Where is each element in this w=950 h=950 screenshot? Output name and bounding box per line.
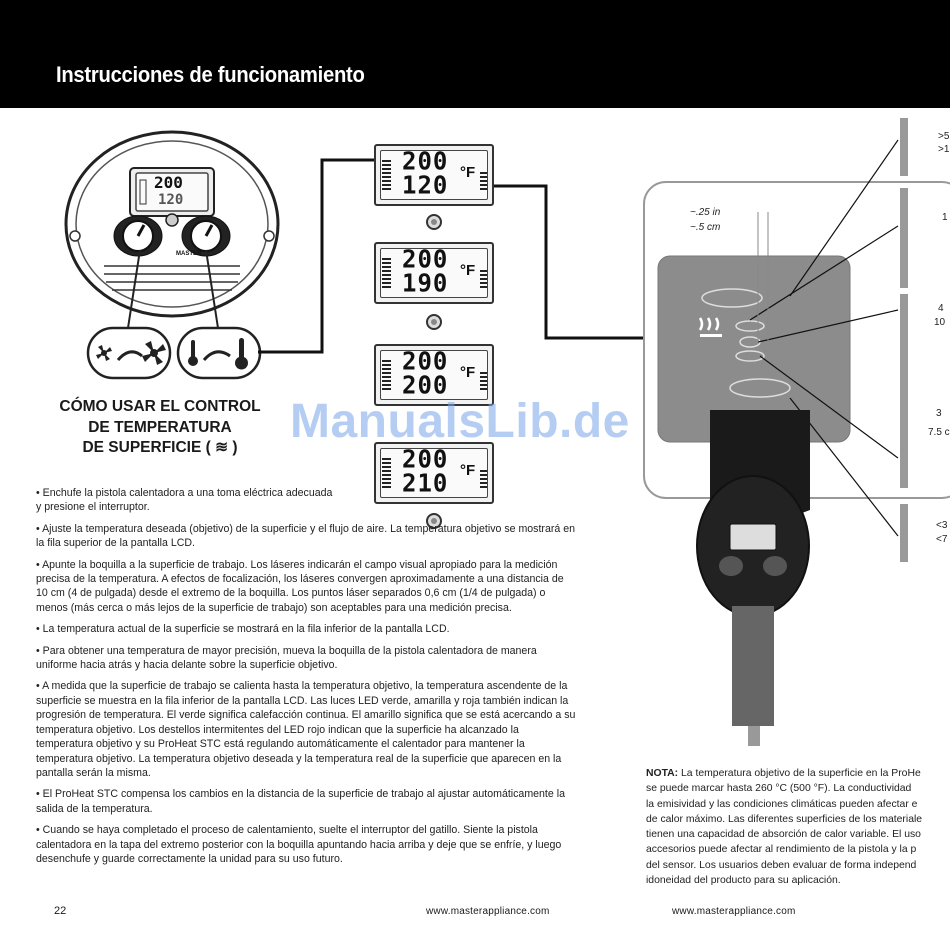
- device-lcd-target: 200: [154, 173, 183, 192]
- edge-label-6: 3: [936, 408, 942, 419]
- header-bar: [0, 0, 950, 108]
- bullet-8: • Cuando se haya completado el proceso d…: [36, 824, 562, 865]
- lcd-knob-4: [426, 513, 442, 529]
- bullet-3: • Apunte la boquilla a la superficie de …: [36, 558, 564, 614]
- section-title-line-1: CÓMO USAR EL CONTROL: [59, 398, 261, 415]
- edge-label-1: >5: [938, 131, 950, 142]
- lcd-1-actual: 120: [402, 170, 449, 200]
- edge-label-2: >1: [938, 144, 950, 155]
- fan-icon: [96, 341, 166, 365]
- bullet-4: • La temperatura actual de la superficie…: [36, 623, 450, 636]
- lcd-3-unit: °F: [460, 364, 476, 381]
- page-number: 22: [54, 905, 67, 917]
- lcd-panel-2: 200 190 °F: [374, 242, 494, 304]
- control-panel-illustration: 200 120 MASTER: [64, 130, 280, 380]
- edge-label-4: 4: [938, 303, 944, 314]
- lcd-2-target: 200: [402, 244, 449, 274]
- edge-label-8: <3: [936, 520, 948, 531]
- footer-url-right[interactable]: www.masterappliance.com: [672, 906, 796, 917]
- lcd-panel-1: 200 120 °F: [374, 144, 494, 206]
- bullet-6: • A medida que la superficie de trabajo …: [36, 680, 576, 779]
- lcd-panel-3: 200 200 °F: [374, 344, 494, 406]
- note-line-1: La temperatura objetivo de la superficie…: [678, 768, 921, 779]
- edge-label-9: <7: [936, 534, 948, 545]
- note-line-7: del sensor. Los usuarios deben evaluar d…: [646, 859, 917, 871]
- device-lcd-actual: 120: [158, 192, 183, 208]
- note-label: NOTA:: [646, 768, 679, 779]
- footer-url-left[interactable]: www.masterappliance.com: [426, 906, 550, 917]
- dimension-in-label: ~.25 in: [690, 207, 721, 218]
- lcd-3-target: 200: [402, 346, 449, 376]
- page-title: Instrucciones de funcionamiento: [56, 62, 365, 87]
- edge-label-7: 7.5 c: [928, 427, 950, 438]
- bullet-7: • El ProHeat STC compensa los cambios en…: [36, 788, 565, 815]
- lcd-4-unit: °F: [460, 462, 476, 479]
- thermometer-icon: [188, 338, 248, 370]
- bullet-2: • Ajuste la temperatura deseada (objetiv…: [36, 522, 575, 550]
- device-brand-label: MASTER: [176, 251, 202, 257]
- note-line-4: de calor máximo. Las diferentes superfic…: [646, 813, 923, 825]
- edge-label-5: 10: [934, 317, 946, 328]
- lcd-knob-1: [426, 214, 442, 230]
- lcd-4-actual: 210: [402, 468, 449, 498]
- lcd-2-unit: °F: [460, 262, 476, 279]
- bullet-5: • Para obtener una temperatura de mayor …: [36, 644, 537, 672]
- lcd-1-target: 200: [402, 146, 449, 176]
- heat-gun-illustration: [643, 118, 950, 746]
- edge-label-3: 1: [942, 212, 948, 223]
- note-line-5: tienen una capacidad de absorción de cal…: [646, 829, 921, 841]
- lcd-3-actual: 200: [402, 370, 449, 400]
- section-title: CÓMO USAR EL CONTROL DE TEMPERATURA DE S…: [20, 397, 300, 459]
- lcd-1-unit: °F: [460, 164, 476, 181]
- lcd-knob-2: [426, 314, 442, 330]
- note-line-3: la emisividad y las condiciones climátic…: [646, 798, 918, 810]
- note-line-8: idoneidad del producto para su aplicació…: [646, 875, 841, 887]
- dimension-cm-label: ~.5 cm: [690, 222, 721, 233]
- bullet-1: • Enchufe la pistola calentadora a una t…: [36, 487, 333, 514]
- section-title-line-2: DE TEMPERATURA: [88, 418, 232, 436]
- note-block: NOTA: La temperatura objetivo de la supe…: [646, 766, 950, 888]
- lcd-4-target: 200: [402, 444, 449, 474]
- section-title-line-3: DE SUPERFICIE ( ≋ ): [82, 439, 238, 456]
- note-line-6: accesorios puede afectar al rendimiento …: [646, 844, 917, 856]
- lcd-2-actual: 190: [402, 268, 449, 298]
- lcd-panel-4: 200 210 °F: [374, 442, 494, 504]
- note-line-2: se puede marcar hasta 260 °C (500 °F). L…: [646, 783, 912, 795]
- instructions-list: • Enchufe la pistola calentadora a una t…: [36, 486, 576, 873]
